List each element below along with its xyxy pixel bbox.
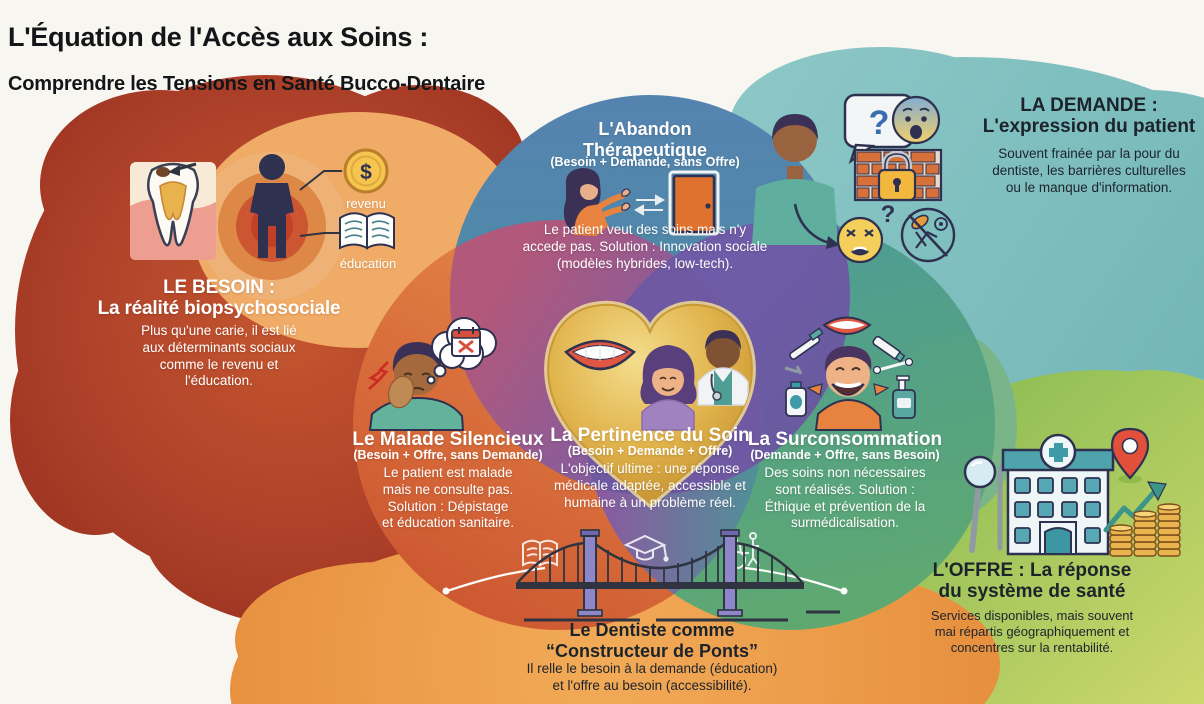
- malade-body: Le patient est malade mais ne consulte p…: [381, 465, 515, 531]
- door-icon: [668, 170, 720, 236]
- coin-label: revenu: [346, 196, 386, 211]
- speech-question-glyph: ?: [869, 104, 890, 142]
- reaching-woman-icon: [563, 168, 631, 236]
- left-arrow-glyph: [806, 383, 823, 396]
- hospital-icon: [1001, 433, 1115, 556]
- cream-tube-icon: [785, 381, 807, 417]
- brick-wall-lock-icon: [853, 148, 943, 202]
- besoin-body: Plus qu'une carie, il est lié aux déterm…: [141, 323, 297, 389]
- demande-heading: LA DEMANDE : L'expression du patient: [982, 95, 1196, 137]
- besoin-heading: LE BESOIN : La réalité biopsychosociale: [97, 277, 341, 319]
- doctor-icon: [697, 330, 749, 406]
- lips-icon: [822, 316, 872, 335]
- offre-body: Services disponibles, mais souvent mai r…: [930, 608, 1134, 655]
- pump-bottle-icon: [892, 375, 916, 419]
- right-arrow-glyph: [873, 383, 890, 396]
- page-title-line2: Comprendre les Tensions en Santé Bucco-D…: [8, 73, 486, 95]
- pertinence-heading: La Pertinence du Soin: [550, 425, 750, 446]
- surconsommation-body: Des soins non nécessaires sont réalisés.…: [764, 465, 926, 531]
- toothache-man-icon: [368, 342, 465, 431]
- book-icon: [339, 212, 395, 250]
- dental-mirror-icon: [963, 455, 997, 553]
- toothbrush-icon: [789, 327, 824, 360]
- abandon-body: Le patient veut des soins mais n'y acced…: [522, 222, 768, 271]
- bridge-icon: [516, 529, 840, 622]
- education-book-outline-icon: [522, 539, 558, 567]
- dentiste-body: Il relle le besoin à la demande (éducati…: [526, 661, 778, 693]
- surconsommation-subtitle: (Demande + Offre, sans Besoin): [750, 448, 940, 462]
- scared-emoji-icon: [891, 95, 941, 145]
- pertinence-subtitle: (Besoin + Demande + Offre): [567, 444, 733, 458]
- smile-icon: [564, 339, 636, 371]
- offre-heading: L'OFFRE : La réponse du système de santé: [932, 560, 1132, 602]
- patient-bust-icon: [752, 114, 838, 245]
- pertinence-body: L'objectif ultime : une réponse médicale…: [553, 461, 747, 510]
- growth-arrow-icon: [1103, 481, 1167, 533]
- surconsommation-heading: La Surconsommation: [747, 429, 943, 450]
- graduation-cap-outline-icon: [623, 534, 669, 562]
- toothpaste-icon: [872, 335, 906, 363]
- connection-thread-right: [744, 566, 848, 595]
- dental-tool-icon: [784, 365, 803, 375]
- exchange-arrows-icon: [633, 194, 666, 216]
- curved-arrow-icon: [793, 203, 831, 245]
- demande-body: Souvent frainée par la pour du dentiste,…: [992, 146, 1186, 195]
- cotton-swab-icon: [872, 357, 914, 375]
- person-silhouette-icon: [250, 154, 294, 258]
- crossed-out-icon: [900, 207, 956, 263]
- dollar-glyph: $: [360, 161, 372, 184]
- patient-woman-icon: [640, 345, 697, 431]
- speech-bubble-icon: ?: [843, 93, 915, 165]
- overconsumption-man-icon: [814, 346, 883, 431]
- page-title: L'Équation de l'Accès aux Soins : Compre…: [8, 4, 485, 114]
- coin-icon: $: [343, 148, 389, 194]
- besoin-connector-lines: [299, 170, 342, 237]
- connection-thread-left: [442, 566, 546, 595]
- abandon-subtitle: (Besoin + Demande, sans Offre): [550, 155, 740, 169]
- tooth-icon: [130, 162, 216, 260]
- book-label: éducation: [339, 256, 397, 271]
- curved-arrow-head: [826, 236, 840, 249]
- malade-subtitle: (Besoin + Offre, sans Demande): [353, 448, 543, 462]
- coin-stacks-icon: [1109, 503, 1181, 557]
- distressed-emoji-icon: ?: [836, 201, 896, 264]
- location-pin-icon: [1110, 427, 1150, 483]
- page-title-line1: L'Équation de l'Accès aux Soins :: [8, 22, 429, 52]
- missed-appointment-bubble-icon: [426, 317, 497, 385]
- dentiste-heading: Le Dentiste comme “Constructeur de Ponts…: [545, 620, 759, 661]
- distress-question-glyph: ?: [881, 201, 896, 228]
- malade-heading: Le Malade Silencieux: [352, 429, 544, 450]
- abandon-heading: L'Abandon Thérapeutique: [582, 119, 707, 160]
